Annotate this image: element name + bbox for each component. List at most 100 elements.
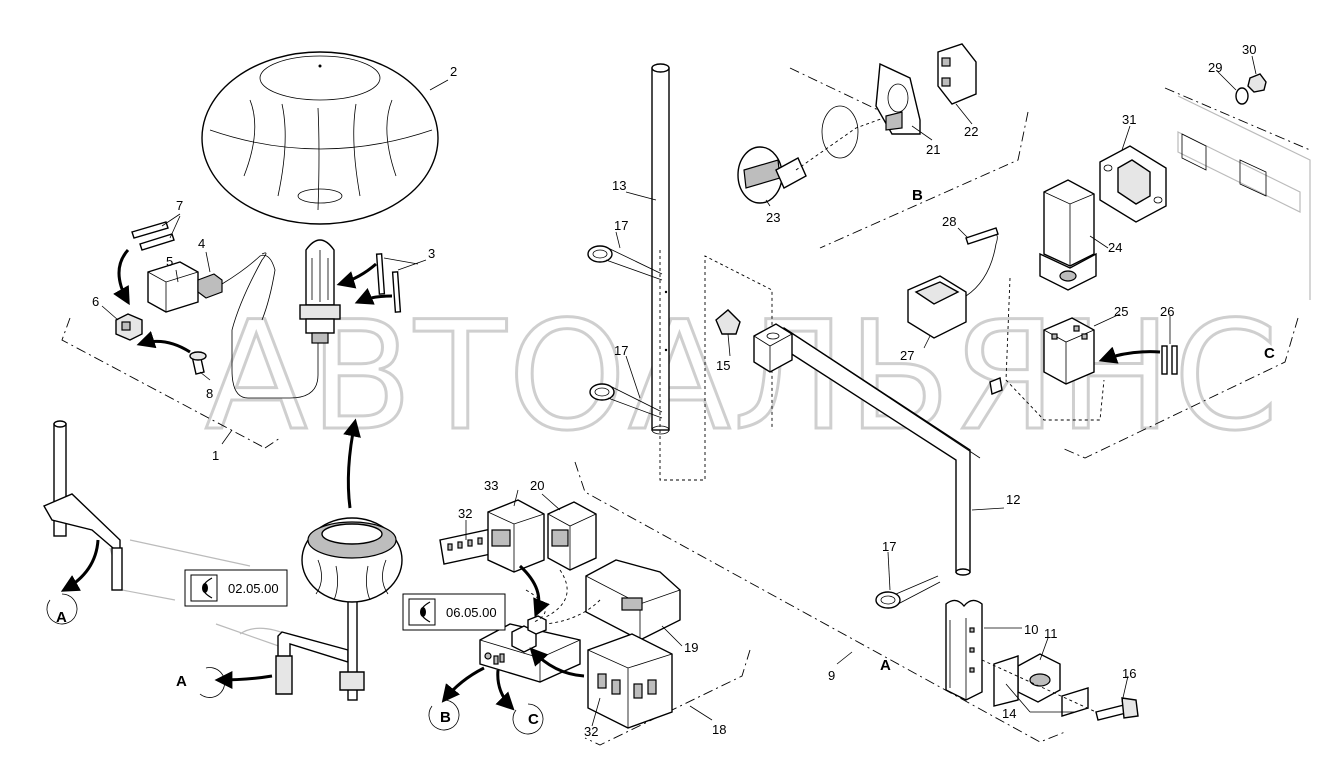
spring-clip-part xyxy=(589,383,663,419)
callout-12: 12 xyxy=(1006,492,1020,507)
callout-11: 11 xyxy=(1044,626,1058,641)
left-mast-part xyxy=(43,420,251,601)
assembly-arrow xyxy=(136,331,191,354)
callout-30: 30 xyxy=(1242,42,1256,57)
mount-bracket-part xyxy=(945,599,983,701)
callout-31: 31 xyxy=(1122,112,1136,127)
callout-25: 25 xyxy=(1114,304,1128,319)
switch-housing-part xyxy=(875,62,921,135)
spring-clip-part xyxy=(587,245,663,281)
group-outline-1 xyxy=(61,317,281,449)
callout-20: 20 xyxy=(530,478,544,493)
callout-16: 16 xyxy=(1122,666,1136,681)
callout-13: 13 xyxy=(612,178,626,193)
cable-connector-part xyxy=(115,254,276,341)
background-plate-part xyxy=(1177,95,1311,300)
pipe-clamp-part xyxy=(981,653,1139,721)
circle-ref-b[interactable]: B xyxy=(428,699,460,731)
assembly-arrow xyxy=(495,669,515,711)
callout-29: 29 xyxy=(1208,60,1222,75)
circle-ref-a-left[interactable]: A xyxy=(46,593,78,626)
clamp-block-part xyxy=(715,309,793,373)
callout-19: 19 xyxy=(684,640,698,655)
contactor-33-part xyxy=(487,499,545,573)
contact-block-part xyxy=(937,43,977,105)
spring-clip-part xyxy=(875,575,941,609)
connector-housing-part xyxy=(1039,179,1097,291)
assembly-arrow xyxy=(529,647,585,678)
callout-8: 8 xyxy=(206,386,213,401)
callout-27: 27 xyxy=(900,348,914,363)
circle-ref-label: A xyxy=(176,673,187,690)
screw-part xyxy=(989,377,1003,395)
bulb-holder-part xyxy=(231,239,341,399)
callout-17: 17 xyxy=(882,539,896,554)
contactor-20-part xyxy=(547,501,597,571)
assembly-trace xyxy=(1005,277,1105,421)
callout-10: 10 xyxy=(1024,622,1038,637)
callout-9: 9 xyxy=(828,668,835,683)
group-label-a: A xyxy=(880,657,891,674)
wall-flange-part xyxy=(1099,145,1167,223)
screw-8-part xyxy=(189,351,207,375)
pins-26-part xyxy=(1161,345,1178,375)
callout-26: 26 xyxy=(1160,304,1174,319)
circle-ref-label: C xyxy=(528,711,539,728)
callout-17: 17 xyxy=(614,218,628,233)
assembly-arrow xyxy=(1098,346,1161,364)
terminal-strip-part xyxy=(439,527,501,565)
lamp-dome-part xyxy=(201,51,439,225)
power-supply-part xyxy=(585,559,681,641)
callout-32: 32 xyxy=(584,724,598,739)
callout-2: 2 xyxy=(450,64,457,79)
cable-gland-part xyxy=(907,227,999,339)
view-ref-box-2[interactable]: 06.05.00 xyxy=(402,593,506,631)
circle-ref-label: B xyxy=(440,709,451,726)
mast-tube-part xyxy=(651,63,670,435)
group-outline-a-main xyxy=(574,461,1066,743)
assembly-trace xyxy=(659,250,773,481)
callout-17: 17 xyxy=(614,343,628,358)
assembly-arrow xyxy=(214,670,273,689)
callout-5: 5 xyxy=(166,254,173,269)
callouts: 2 3 4 5 6 7 8 1 13 17 17 15 12 17 10 11 … xyxy=(92,42,1256,739)
callout-18: 18 xyxy=(712,722,726,737)
group-label-b: B xyxy=(912,187,923,204)
view-ref-code: 06.05.00 xyxy=(446,605,497,620)
assembly-arrow xyxy=(60,539,100,592)
nut-washer-part xyxy=(1235,73,1267,105)
assembly-arrow xyxy=(518,564,550,618)
group-label-c: C xyxy=(1264,345,1275,362)
bulb-pins-part xyxy=(375,253,402,313)
callout-21: 21 xyxy=(926,142,940,157)
connector-insert-part xyxy=(1043,317,1095,385)
callout-34: 32 xyxy=(458,506,472,521)
watermark-text: АВТОАЛЬЯНС xyxy=(205,290,1280,464)
leader-lines xyxy=(101,55,1257,727)
assembly-arrow xyxy=(336,262,377,289)
screws-part xyxy=(131,221,175,251)
assembly-arrow xyxy=(113,248,130,306)
callout-3: 3 xyxy=(428,246,435,261)
callout-14: 14 xyxy=(1002,706,1016,721)
callout-24: 24 xyxy=(1108,240,1122,255)
callout-4: 4 xyxy=(198,236,205,251)
circuit-breakers-part xyxy=(587,633,673,729)
circle-ref-label: A xyxy=(56,609,67,626)
callout-22: 22 xyxy=(964,124,978,139)
circle-ref-c[interactable]: C xyxy=(512,703,544,735)
callout-28: 28 xyxy=(942,214,956,229)
small-lamp-mast-part xyxy=(215,517,403,701)
circle-ref-a-lower[interactable]: A xyxy=(176,667,226,698)
group-outline-c xyxy=(1061,87,1311,459)
callout-15: 15 xyxy=(716,358,730,373)
callout-23: 23 xyxy=(766,210,780,225)
callout-6: 6 xyxy=(92,294,99,309)
callout-33: 33 xyxy=(484,478,498,493)
knob-switch-part xyxy=(737,105,901,204)
callout-7: 7 xyxy=(176,198,183,213)
callout-1: 1 xyxy=(212,448,219,463)
view-ref-box-1[interactable]: 02.05.00 xyxy=(184,569,288,607)
view-ref-code: 02.05.00 xyxy=(228,581,279,596)
